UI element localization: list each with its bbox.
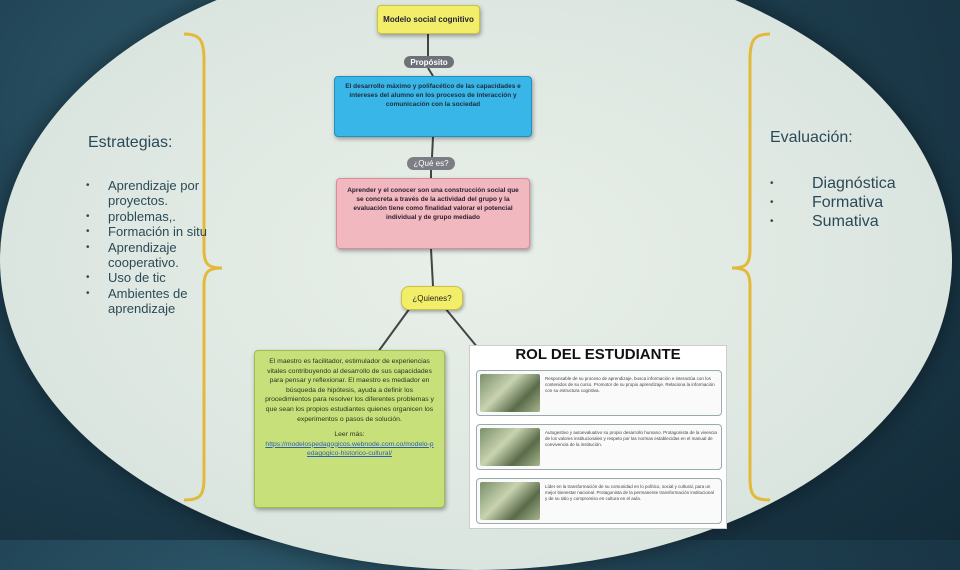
rol-row-text: Responsable de su proceso de aprendizaje…	[545, 376, 715, 393]
que-text: Aprender y el conocer son una construcci…	[347, 187, 519, 221]
estrategia-item: Ambientes de aprendizaje	[86, 286, 216, 317]
que-label-text: ¿Qué es?	[413, 159, 449, 168]
estrategia-item: Aprendizaje cooperativo.	[86, 240, 216, 271]
quienes-link[interactable]: https://modelospedagogicos.webnode.com.c…	[265, 440, 434, 458]
students-photo	[480, 482, 540, 520]
rol-row: Líder en la transformación de su comunid…	[476, 478, 722, 524]
evaluacion-list: Diagnóstica Formativa Sumativa	[770, 174, 896, 231]
rol-estudiante-panel: ROL DEL ESTUDIANTE Responsable de su pro…	[469, 345, 727, 529]
diagram-connectors	[377, 34, 479, 353]
proposito-text: El desarrollo máximo y polifacético de l…	[345, 83, 521, 108]
right-bracket	[731, 32, 771, 502]
rol-row-text: Líder en la transformación de su comunid…	[545, 484, 714, 501]
rol-row: Autogestivo y autoevaluativo su propio d…	[476, 424, 722, 470]
evaluacion-item: Sumativa	[770, 212, 896, 231]
estrategia-item: problemas,.	[86, 209, 216, 225]
rol-title: ROL DEL ESTUDIANTE	[515, 346, 681, 363]
que-node: Aprender y el conocer son una construcci…	[336, 178, 530, 249]
quienes-text: El maestro es facilitador, estimulador d…	[265, 358, 434, 423]
evaluacion-heading: Evaluación:	[770, 129, 853, 146]
estrategias-heading: Estrategias:	[88, 134, 173, 151]
title-text: Modelo social cognitivo	[383, 15, 474, 24]
quienes-label: ¿Quienes?	[401, 286, 463, 310]
que-label: ¿Qué es?	[407, 157, 455, 170]
quienes-label-text: ¿Quienes?	[412, 294, 452, 303]
proposito-label-text: Propósito	[410, 58, 448, 67]
left-bracket	[183, 32, 223, 502]
quienes-more-label: Leer más:	[334, 431, 365, 439]
estrategia-item: Uso de tic	[86, 270, 216, 286]
rol-row: Responsable de su proceso de aprendizaje…	[476, 370, 722, 416]
rol-row-text: Autogestivo y autoevaluativo su propio d…	[545, 430, 717, 447]
evaluacion-item: Diagnóstica	[770, 174, 896, 193]
quienes-node: El maestro es facilitador, estimulador d…	[254, 350, 445, 508]
estrategias-list: Aprendizaje por proyectos. problemas,. F…	[86, 178, 216, 317]
evaluacion-item: Formativa	[770, 193, 896, 212]
title-node: Modelo social cognitivo	[377, 5, 480, 34]
students-photo	[480, 374, 540, 412]
proposito-node: El desarrollo máximo y polifacético de l…	[334, 76, 532, 137]
estrategia-item: Formación in situ	[86, 224, 216, 240]
students-photo	[480, 428, 540, 466]
estrategia-item: Aprendizaje por proyectos.	[86, 178, 216, 209]
proposito-label: Propósito	[404, 56, 454, 68]
